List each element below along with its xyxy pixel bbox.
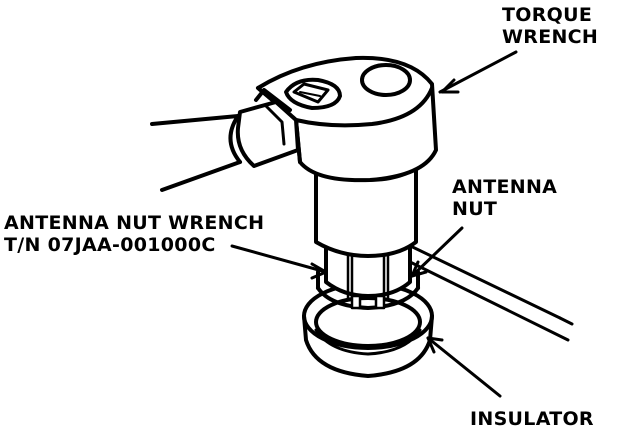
insulator-label: INSULATOR bbox=[470, 408, 594, 430]
torque-wrench-label: TORQUE WRENCH bbox=[502, 4, 598, 48]
antenna-nut-wrench-label-line-2: T/N 07JAA-001000C bbox=[4, 234, 216, 256]
antenna-nut-wrench-leader bbox=[230, 244, 328, 274]
antenna-nut-label-line-1: ANTENNA bbox=[452, 176, 558, 198]
insulator-leader bbox=[426, 336, 502, 398]
antenna-nut-label: ANTENNA NUT bbox=[452, 176, 557, 220]
body-panel-lines bbox=[396, 238, 574, 342]
torque-wrench-handle-shape bbox=[150, 88, 300, 192]
antenna-nut-leader bbox=[410, 226, 464, 278]
antenna-nut-wrench-label-line-1: ANTENNA NUT WRENCH bbox=[4, 212, 265, 234]
torque-wrench-leader bbox=[438, 50, 518, 94]
torque-wrench-label-line-2: WRENCH bbox=[502, 26, 599, 48]
torque-wrench-label-line-1: TORQUE bbox=[502, 4, 593, 26]
leader-arrows bbox=[230, 50, 518, 398]
antenna-nut-wrench-label: ANTENNA NUT WRENCH T/N 07JAA-001000C bbox=[4, 212, 264, 256]
insulator-label-line-1: INSULATOR bbox=[470, 408, 594, 430]
torque-wrench-head-shape bbox=[256, 55, 438, 183]
antenna-nut-label-line-2: NUT bbox=[452, 198, 498, 220]
